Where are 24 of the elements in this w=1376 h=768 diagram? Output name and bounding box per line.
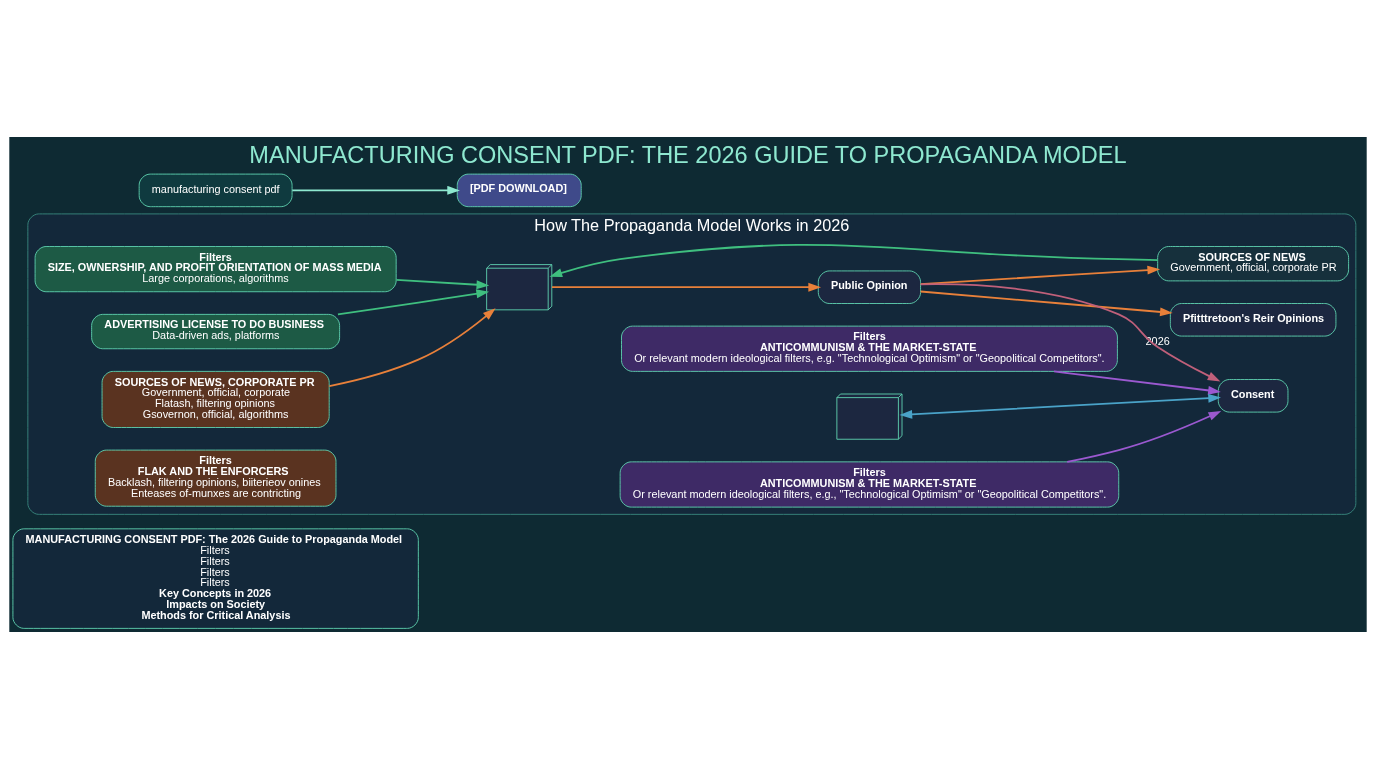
arrow — [337, 288, 490, 315]
node-box: [PDF DOWNLOAD] — [456, 173, 582, 207]
arrow — [919, 282, 1221, 382]
node-box: MANUFACTURING CONSENT PDF: The 2026 Guide to Propaganda Model Filters Filters Filters Filters Key Concepts in 2026 Impacts on Society Methods for Critical Analysis — [12, 527, 419, 629]
arrow — [395, 278, 490, 289]
arrow — [919, 290, 1173, 316]
node-box: SOURCES OF NEWS, CORPORATE PR Government, official, corporate Flatash, filtering opinions Gsovernon, official, algorithms — [101, 370, 330, 428]
node-box: Filters FLAK AND THE ENFORCERS Backlash, filtering opinions, biiterieov onines Enteases of-munxes are contricting — [94, 449, 337, 507]
arrow — [1053, 370, 1221, 395]
node-box: Filters ANTICOMMUNISM & THE MARKET-STATE Or relevant modern ideological filters, e.g. "Technological Optimism" or "Geopolitical Competitors". — [621, 325, 1118, 372]
node-box: Pfitttretoon's Reir Opinions — [1169, 302, 1337, 337]
arrow — [549, 243, 1159, 277]
arrow — [551, 282, 822, 292]
arrow — [328, 307, 496, 387]
node-box: Filters ANTICOMMUNISM & THE MARKET-STATE Or relevant modern ideological filters, e.g., "Technological Optimism" or "Geopolitical Competitors". — [619, 460, 1120, 508]
diagram-title: MANUFACTURING CONSENT PDF: THE 2026 GUIDE TO PROPAGANDA MODEL — [249, 141, 1127, 168]
node-box: Filters SIZE, OWNERSHIP, AND PROFIT ORIENTATION OF MASS MEDIA Large corporations, algorithms — [34, 245, 397, 292]
arrow — [291, 185, 460, 195]
node-box: Public Opinion — [817, 270, 922, 304]
node-box: manufacturing consent pdf — [138, 173, 293, 207]
arrow — [1066, 410, 1222, 463]
node-box: ADVERTISING LICENSE TO DO BUSINESS Data-driven ads, platforms — [91, 313, 341, 349]
node-box: Consent — [1217, 378, 1289, 413]
node-box: SOURCES OF NEWS Government, official, corporate PR — [1157, 245, 1350, 281]
